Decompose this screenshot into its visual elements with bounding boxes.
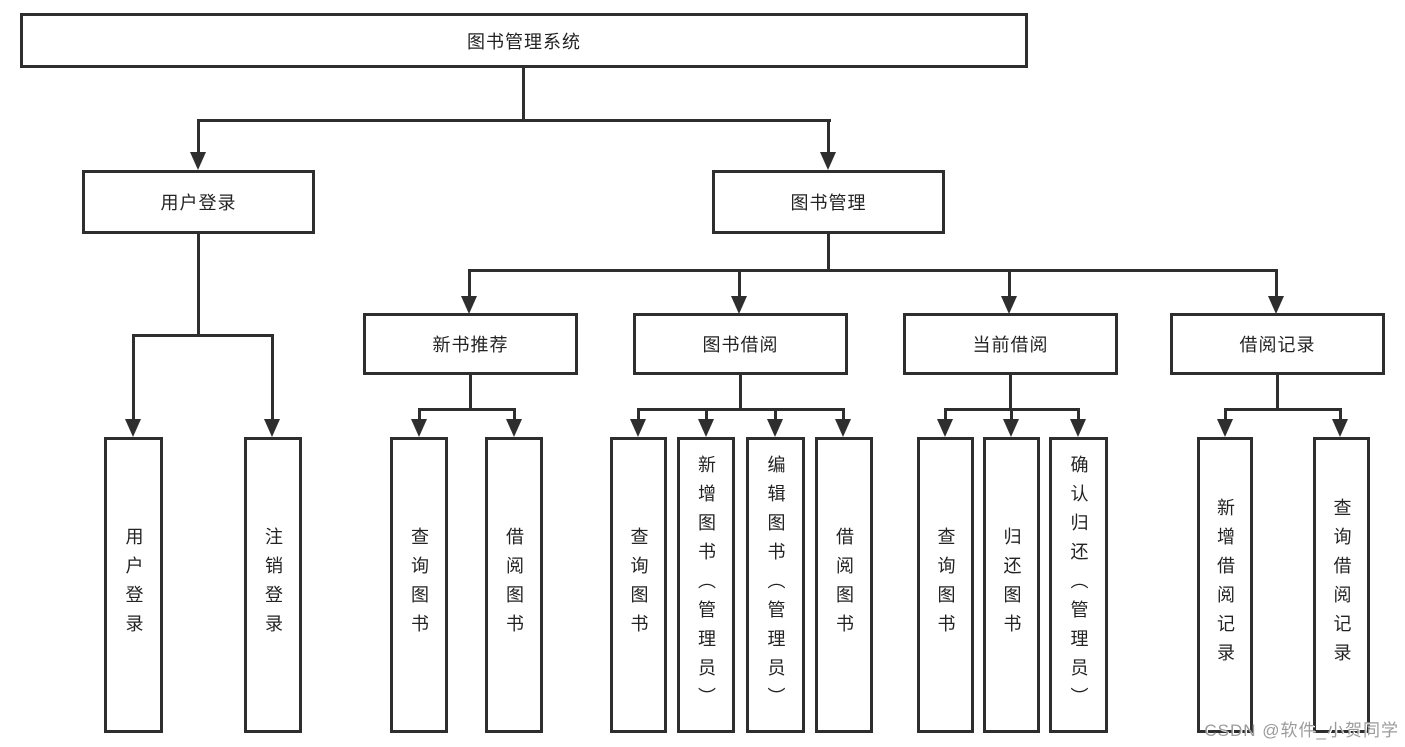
arrow-down-icon (767, 419, 783, 437)
connector-drop (418, 408, 421, 420)
leaf-user-login: 用户登录 (104, 437, 163, 733)
arrow-down-icon (1217, 419, 1233, 437)
connector-section2-bar (637, 408, 845, 411)
leaf-borrow-books: 借阅图书 (485, 437, 543, 733)
arrow-down-icon (820, 152, 836, 170)
connector-user-bar (132, 334, 273, 337)
arrow-down-icon (461, 296, 477, 314)
node-user-login: 用户登录 (82, 170, 315, 234)
leaf-borrow-books: 借阅图书 (815, 437, 873, 733)
leaf-label: 查询图书 (628, 527, 649, 643)
arrow-down-icon (1268, 296, 1284, 314)
connector-drop (637, 408, 640, 420)
node-current-borrowing: 当前借阅 (903, 313, 1118, 375)
arrow-down-icon (1070, 419, 1086, 437)
node-book-management: 图书管理 (712, 170, 945, 234)
leaf-confirm-return-admin: 确认归还（管理员） (1049, 437, 1108, 733)
connector-drop-book (827, 119, 830, 154)
csdn-watermark: CSDN @软件_小贺同学 (1204, 721, 1399, 740)
section-label: 借阅记录 (1239, 335, 1316, 355)
book-management-label: 图书管理 (790, 193, 867, 213)
arrow-down-icon (1003, 419, 1019, 437)
leaf-query-books: 查询图书 (610, 437, 667, 733)
leaf-label: 用户登录 (123, 527, 144, 643)
connector-drop (1339, 408, 1342, 420)
connector-section2-stem (739, 375, 742, 411)
leaf-label: 确认归还（管理员） (1068, 454, 1089, 716)
arrow-down-icon (1332, 419, 1348, 437)
connector-root-stem (522, 68, 525, 121)
connector-drop-user-leaf-1 (132, 334, 135, 420)
leaf-label: 查询图书 (935, 527, 956, 643)
arrow-down-icon (506, 419, 522, 437)
connector-drop-section-4 (1275, 269, 1278, 298)
connector-section4-stem (1276, 375, 1279, 411)
connector-book-bar (468, 269, 1278, 272)
leaf-label: 归还图书 (1001, 527, 1022, 643)
arrow-down-icon (835, 419, 851, 437)
connector-drop (513, 408, 516, 420)
user-login-label: 用户登录 (160, 193, 237, 213)
arrow-down-icon (264, 419, 280, 437)
connector-drop (1077, 408, 1080, 420)
arrow-down-icon (731, 296, 747, 314)
connector-drop (1224, 408, 1227, 420)
leaf-return-books: 归还图书 (983, 437, 1040, 733)
leaf-label: 新增图书（管理员） (696, 454, 716, 716)
arrow-down-icon (125, 419, 141, 437)
connector-drop (842, 408, 845, 420)
connector-section3-stem (1009, 375, 1012, 411)
connector-section4-bar (1224, 408, 1341, 411)
leaf-label: 新增借阅记录 (1215, 498, 1235, 672)
connector-drop-section-2 (738, 269, 741, 298)
node-borrowing-records: 借阅记录 (1170, 313, 1385, 375)
leaf-label: 编辑图书（管理员） (765, 454, 786, 716)
connector-user-stem (197, 234, 200, 337)
arrow-down-icon (1001, 296, 1017, 314)
leaf-label: 借阅图书 (834, 527, 854, 643)
section-label: 新书推荐 (432, 335, 509, 355)
node-book-borrowing: 图书借阅 (633, 313, 848, 375)
root-label: 图书管理系统 (467, 31, 581, 52)
leaf-label: 查询图书 (409, 527, 429, 643)
connector-section1-stem (469, 375, 472, 411)
arrow-down-icon (937, 419, 953, 437)
connector-drop-user-leaf-2 (271, 334, 274, 420)
arrow-down-icon (698, 419, 714, 437)
section-label: 当前借阅 (972, 335, 1049, 355)
arrow-down-icon (630, 419, 646, 437)
connector-section1-bar (418, 408, 516, 411)
connector-drop (774, 408, 777, 420)
leaf-add-books-admin: 新增图书（管理员） (677, 437, 735, 733)
leaf-label: 查询借阅记录 (1331, 498, 1352, 672)
leaf-query-borrow-record: 查询借阅记录 (1313, 437, 1370, 733)
node-library-management-system: 图书管理系统 (20, 13, 1028, 68)
arrow-down-icon (411, 419, 427, 437)
leaf-add-borrow-record: 新增借阅记录 (1197, 437, 1253, 733)
leaf-label: 借阅图书 (504, 527, 524, 643)
leaf-query-books: 查询图书 (390, 437, 448, 733)
connector-drop (705, 408, 708, 420)
connector-drop (944, 408, 947, 420)
connector-drop-section-3 (1008, 269, 1011, 298)
node-new-book-recommendation: 新书推荐 (363, 313, 578, 375)
connector-root-bar (197, 119, 831, 122)
section-label: 图书借阅 (702, 335, 779, 355)
arrow-down-icon (190, 152, 206, 170)
connector-drop-section-1 (468, 269, 471, 298)
leaf-edit-books-admin: 编辑图书（管理员） (746, 437, 805, 733)
leaf-label: 注销登录 (263, 527, 283, 643)
leaf-logout: 注销登录 (244, 437, 302, 733)
connector-drop (1010, 408, 1013, 420)
leaf-query-books: 查询图书 (917, 437, 974, 733)
connector-book-stem (827, 234, 830, 272)
connector-drop-user (197, 119, 200, 154)
